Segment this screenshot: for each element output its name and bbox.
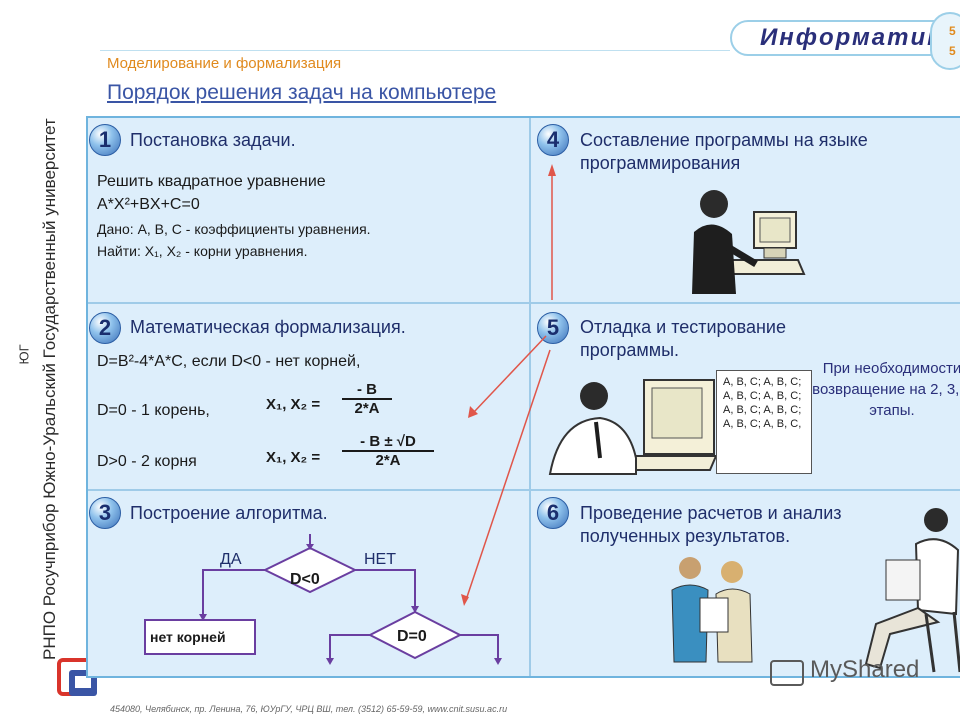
footer-address: 454080, Челябинск, пр. Ленина, 76, ЮУрГУ…	[110, 704, 508, 714]
flow-arrowhead-entry	[306, 544, 314, 550]
flow-no-label: НЕТ	[364, 551, 396, 568]
return-note: При необходимости возвращение на 2, 3, 4…	[812, 360, 960, 419]
step-2-one-root: D=0 - 1 корень,	[97, 402, 210, 419]
formula-1-denominator: 2*A	[354, 400, 380, 417]
formula-2-lhs: X₁, X₂ =	[266, 449, 321, 466]
step-1-given: Дано: А, В, С - коэффициенты уравнения.	[97, 221, 371, 237]
step-1-number: 1	[89, 124, 121, 156]
formula-1-numerator: - B	[342, 381, 392, 400]
step-5-number: 5	[537, 312, 569, 344]
badge-number-top: 5	[949, 24, 956, 38]
test-data-speech-bubble: A, B, C; A, B, C; A, B, C; A, B, C; A, B…	[716, 370, 812, 474]
step-2-title: Математическая формализация.	[130, 317, 406, 337]
arrow-5-to-3	[465, 349, 551, 601]
flow-no-branch	[355, 569, 416, 610]
vertical-org-text: РНПО Росучприбор Южно-Уральский Государс…	[40, 118, 59, 660]
panel-vertical-divider	[529, 118, 531, 676]
header-line	[100, 50, 730, 51]
arrowhead-to-4	[548, 164, 556, 176]
flow-d0-yes	[329, 634, 370, 662]
step-2-number: 2	[89, 312, 121, 344]
no-roots-box	[144, 619, 256, 655]
page-badge	[930, 12, 960, 70]
analysts-illustration-icon	[671, 557, 753, 663]
flow-d0-no	[460, 634, 499, 662]
step-6-title: Проведение расчетов и анализ полученных …	[580, 503, 842, 546]
steps-panel	[86, 116, 960, 678]
brand-title: Информатика	[760, 24, 957, 51]
step-4-title: Составление программы на языке программи…	[580, 130, 868, 173]
step-3-title: Построение алгоритма.	[130, 503, 328, 523]
vertical-mark: ЮГ	[16, 344, 32, 365]
step-5-title: Отладка и тестирование программы.	[580, 317, 786, 360]
panel-divider-1	[88, 302, 960, 304]
formula-2-denominator: 2*A	[375, 452, 401, 469]
arrow-5-to-2	[473, 335, 547, 413]
step-1-find: Найти: X₁, X₂ - корни уравнения.	[97, 243, 308, 259]
decision-1-label: D<0	[290, 571, 320, 588]
step-1-title: Постановка задачи.	[130, 130, 296, 150]
flow-yes-branch	[202, 569, 265, 618]
page-title: Порядок решения задач на компьютере	[107, 81, 497, 104]
reading-man-illustration-icon	[864, 508, 960, 673]
flow-arrowhead-d0-no	[494, 658, 502, 665]
formula-2-fraction: - B ± √D 2*A	[342, 433, 434, 469]
step-1-equation: A*X²+BX+C=0	[97, 196, 200, 213]
arrowhead-to-3	[461, 594, 469, 606]
panel-divider-2	[88, 489, 960, 491]
watermark-text: MyShared	[810, 656, 920, 683]
flowchart	[144, 534, 502, 665]
watermark-icon	[770, 660, 804, 686]
step-3-number: 3	[89, 497, 121, 529]
badge-number-bottom: 5	[949, 44, 956, 58]
step-2-two-roots: D>0 - 2 корня	[97, 453, 197, 470]
step-1-line-1: Решить квадратное уравнение	[97, 173, 326, 190]
left-side-strip	[0, 0, 82, 720]
decision-d-less-0	[262, 546, 358, 594]
flow-yes-label: ДА	[220, 551, 242, 568]
flow-arrowhead-d0-yes	[326, 658, 334, 665]
arrowhead-to-2	[468, 406, 478, 418]
flow-arrowhead-no	[411, 606, 419, 613]
decision-2-label: D=0	[397, 628, 427, 645]
programmer-illustration-icon	[692, 190, 806, 294]
feedback-arrows	[461, 164, 556, 606]
no-roots-label: нет корней	[150, 629, 226, 645]
header-bar	[730, 20, 960, 56]
step-2-discriminant: D=B²-4*A*C, если D<0 - нет корней,	[97, 353, 361, 370]
formula-1-lhs: X₁, X₂ =	[266, 396, 321, 413]
step-4-number: 4	[537, 124, 569, 156]
formula-2-numerator: - B ± √D	[342, 433, 434, 452]
flow-arrowhead-yes	[199, 614, 207, 621]
decision-d-equal-0	[367, 610, 463, 660]
section-subtitle: Моделирование и формализация	[107, 55, 342, 72]
tester-illustration-icon	[548, 379, 718, 475]
formula-1-fraction: - B 2*A	[342, 381, 392, 417]
step-6-number: 6	[537, 497, 569, 529]
